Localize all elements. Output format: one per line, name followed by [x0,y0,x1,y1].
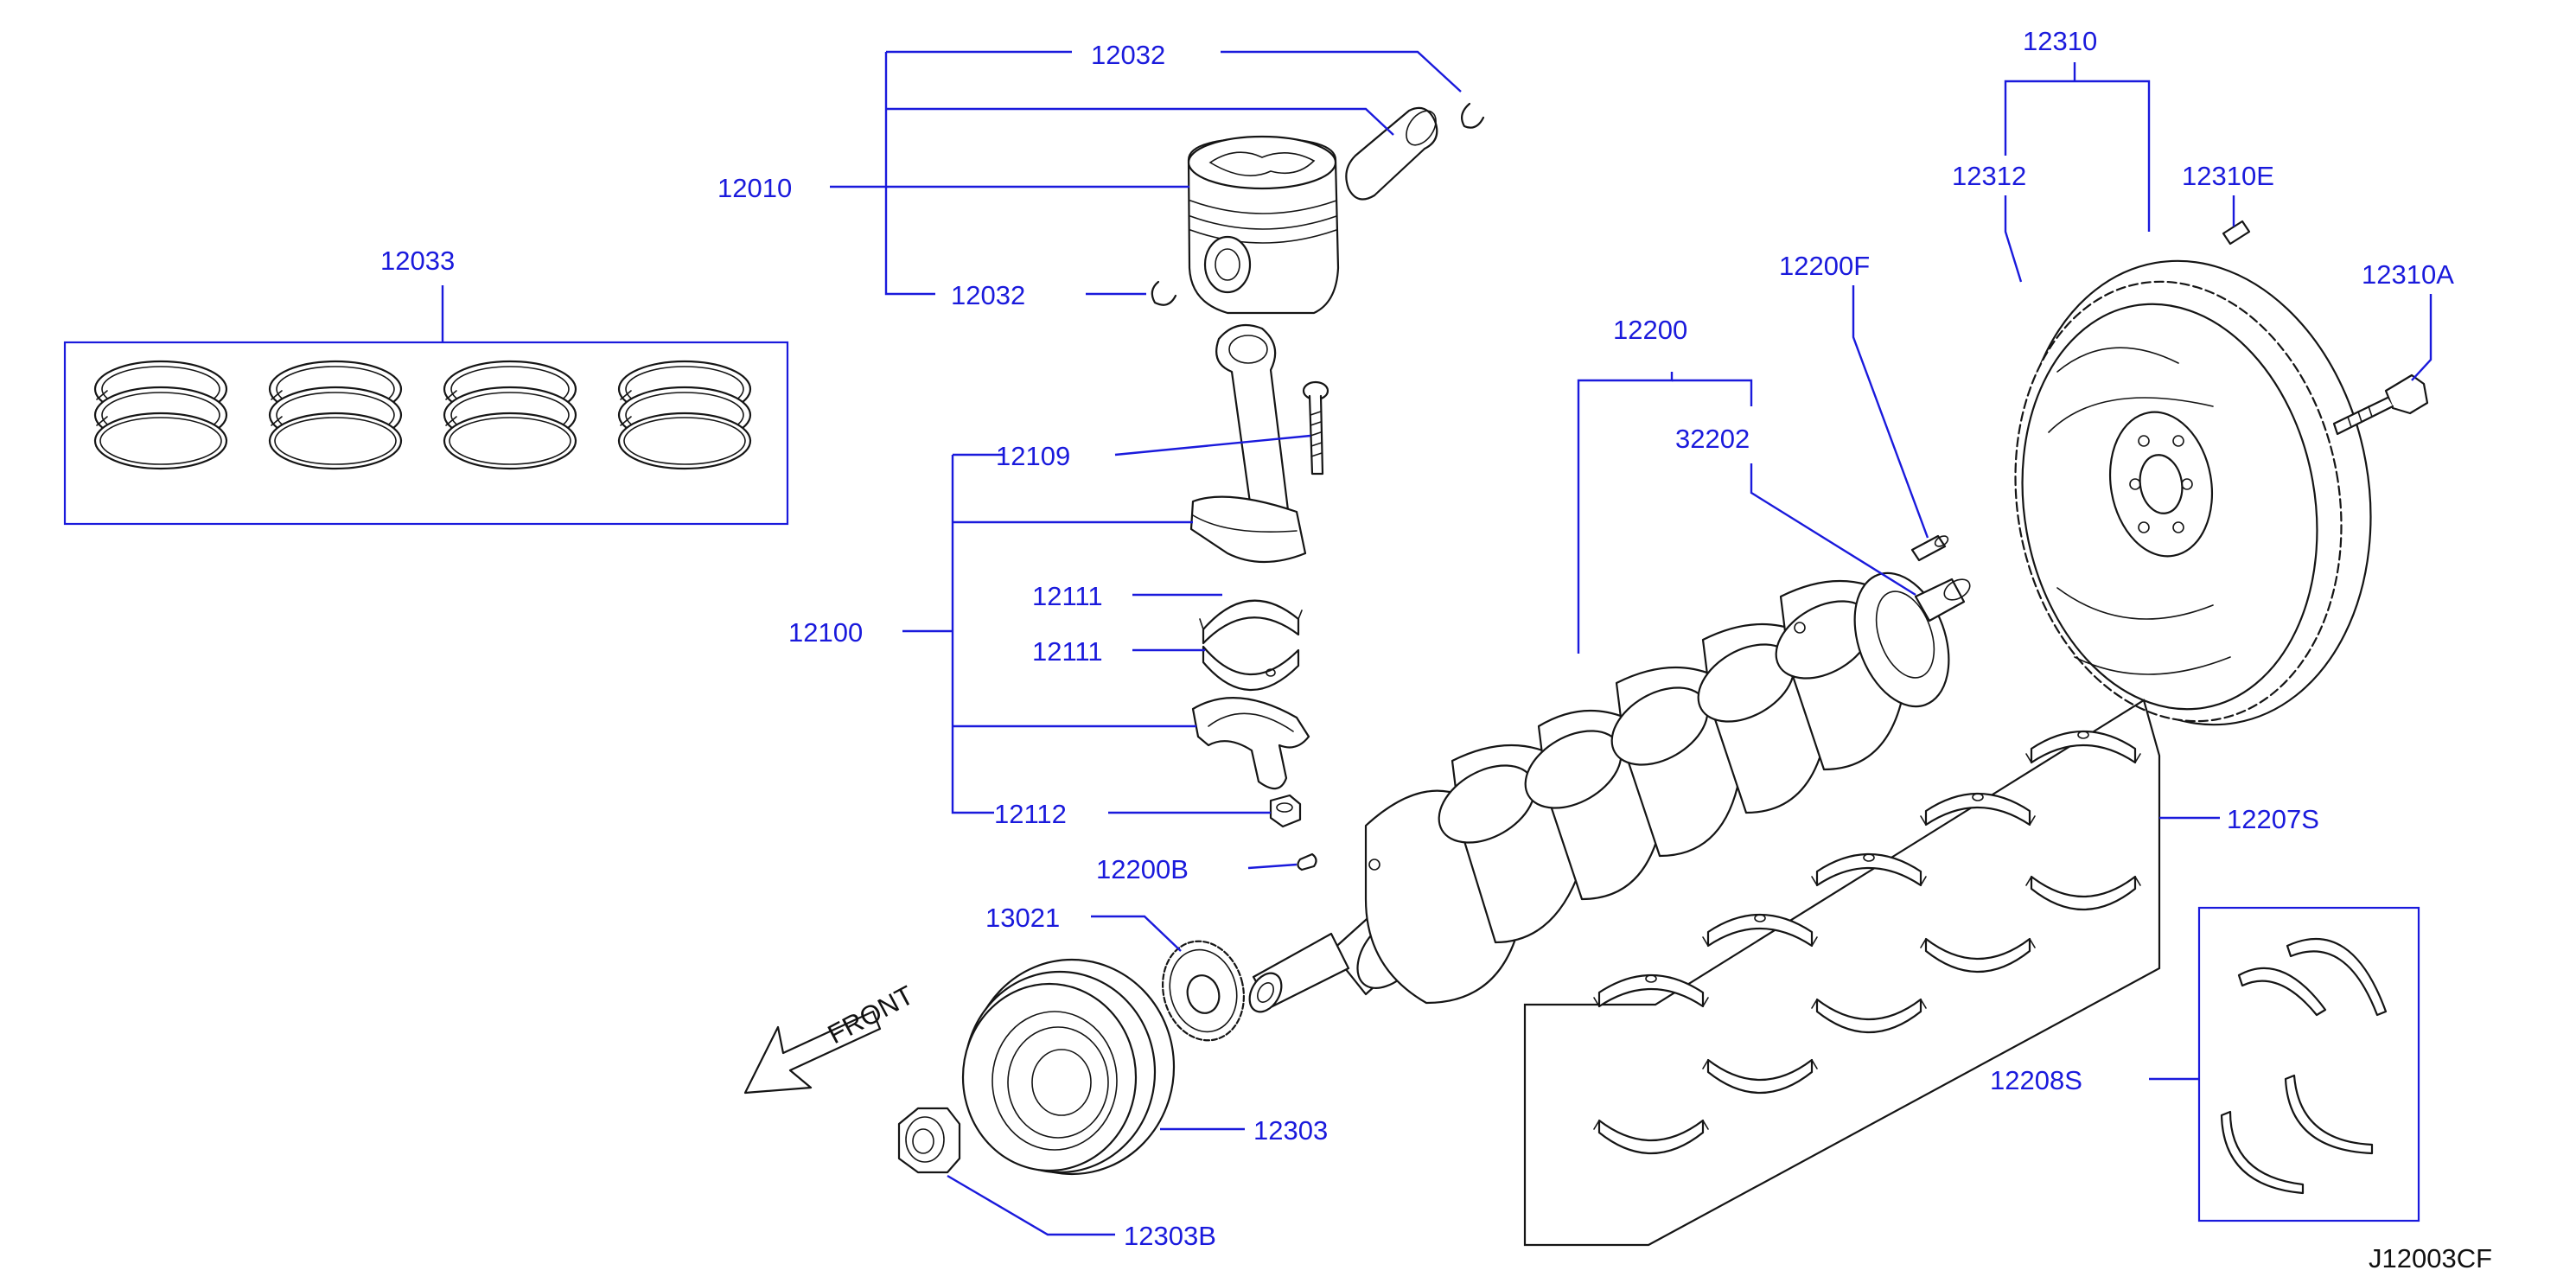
callout-12200: 12200 [1613,315,1687,345]
main-bearing-lower-5 [2024,875,2142,911]
callout-12303b: 12303B [1124,1221,1216,1251]
flywheel [2014,259,2372,726]
flywheel-bolt [2332,373,2429,436]
callout-12200b: 12200B [1096,854,1189,884]
callout-12208s: 12208S [1990,1065,2082,1095]
small-pin-12200b [1297,852,1317,871]
thrust-washer-set [2197,906,2420,1222]
callout-12111-b: 12111 [1032,636,1103,667]
rod-cap [1191,697,1310,790]
diagram-reference-id: J12003CF [2369,1243,2492,1273]
crankshaft [1248,571,1950,1013]
callout-12303: 12303 [1253,1115,1328,1146]
thrust-washer-box [2197,906,2420,1222]
flywheel-dowel [2222,220,2251,246]
ring-set-1 [93,360,228,470]
connecting-rod [1189,323,1329,564]
leader-lines [441,50,2433,1236]
main-bearing-upper-1 [1592,973,1710,1008]
callout-12312: 12312 [1952,161,2026,191]
callout-12310e: 12310E [2182,161,2274,191]
callout-32202: 32202 [1675,424,1750,454]
rod-bearing-lower [1202,645,1300,692]
front-direction-arrow: FRONT [743,980,919,1095]
piston-pin [1345,106,1438,201]
callout-12200f: 12200F [1779,251,1870,281]
main-bearing-lower-3 [1810,998,1928,1034]
snap-ring-bottom [1151,280,1177,306]
callout-12112: 12112 [994,799,1067,829]
pilot-bushing [1914,578,1971,622]
piston-group [1151,102,1485,315]
ring-set-3 [443,360,577,470]
rod-bolt [1302,380,1329,476]
snap-ring-top [1460,102,1485,129]
callout-12100: 12100 [788,617,863,648]
pulley-bolt [897,1107,961,1174]
main-bearing-lower-4 [1919,937,2037,973]
callout-13021: 13021 [985,903,1060,933]
main-bearing-upper-2 [1701,913,1819,948]
main-bearing-set [1523,699,2161,1247]
callout-12310: 12310 [2023,26,2097,56]
callout-12111-a: 12111 [1032,581,1103,611]
callout-12032-bottom: 12032 [951,280,1025,310]
callout-12207s: 12207S [2227,804,2319,834]
ring-box [63,341,789,526]
main-bearing-box [1523,699,2161,1247]
callout-12109: 12109 [996,441,1070,471]
main-bearing-lower-2 [1701,1058,1819,1095]
piston [1187,135,1340,315]
callout-12010: 12010 [717,173,792,203]
rod-bearing-upper [1199,599,1303,645]
dowel-pin-12200f [1910,534,1949,562]
crank-pulley [961,958,1176,1176]
main-bearing-upper-4 [1919,792,2037,827]
main-bearing-upper-3 [1810,852,1928,887]
ring-set-4 [617,360,752,470]
callout-12033: 12033 [380,246,455,276]
callout-labels: 12032 12032 12010 12033 12109 12100 1211… [380,26,2454,1251]
rod-nut [1269,794,1302,828]
crank-sprocket [1162,940,1245,1042]
main-bearing-lower-1 [1592,1119,1710,1155]
piston-ring-sets [63,341,789,526]
front-label: FRONT [823,980,919,1050]
callout-12032-top: 12032 [1091,40,1165,70]
callout-12310a: 12310A [2362,259,2454,290]
ring-set-2 [268,360,403,470]
main-bearing-upper-5 [2024,730,2142,764]
